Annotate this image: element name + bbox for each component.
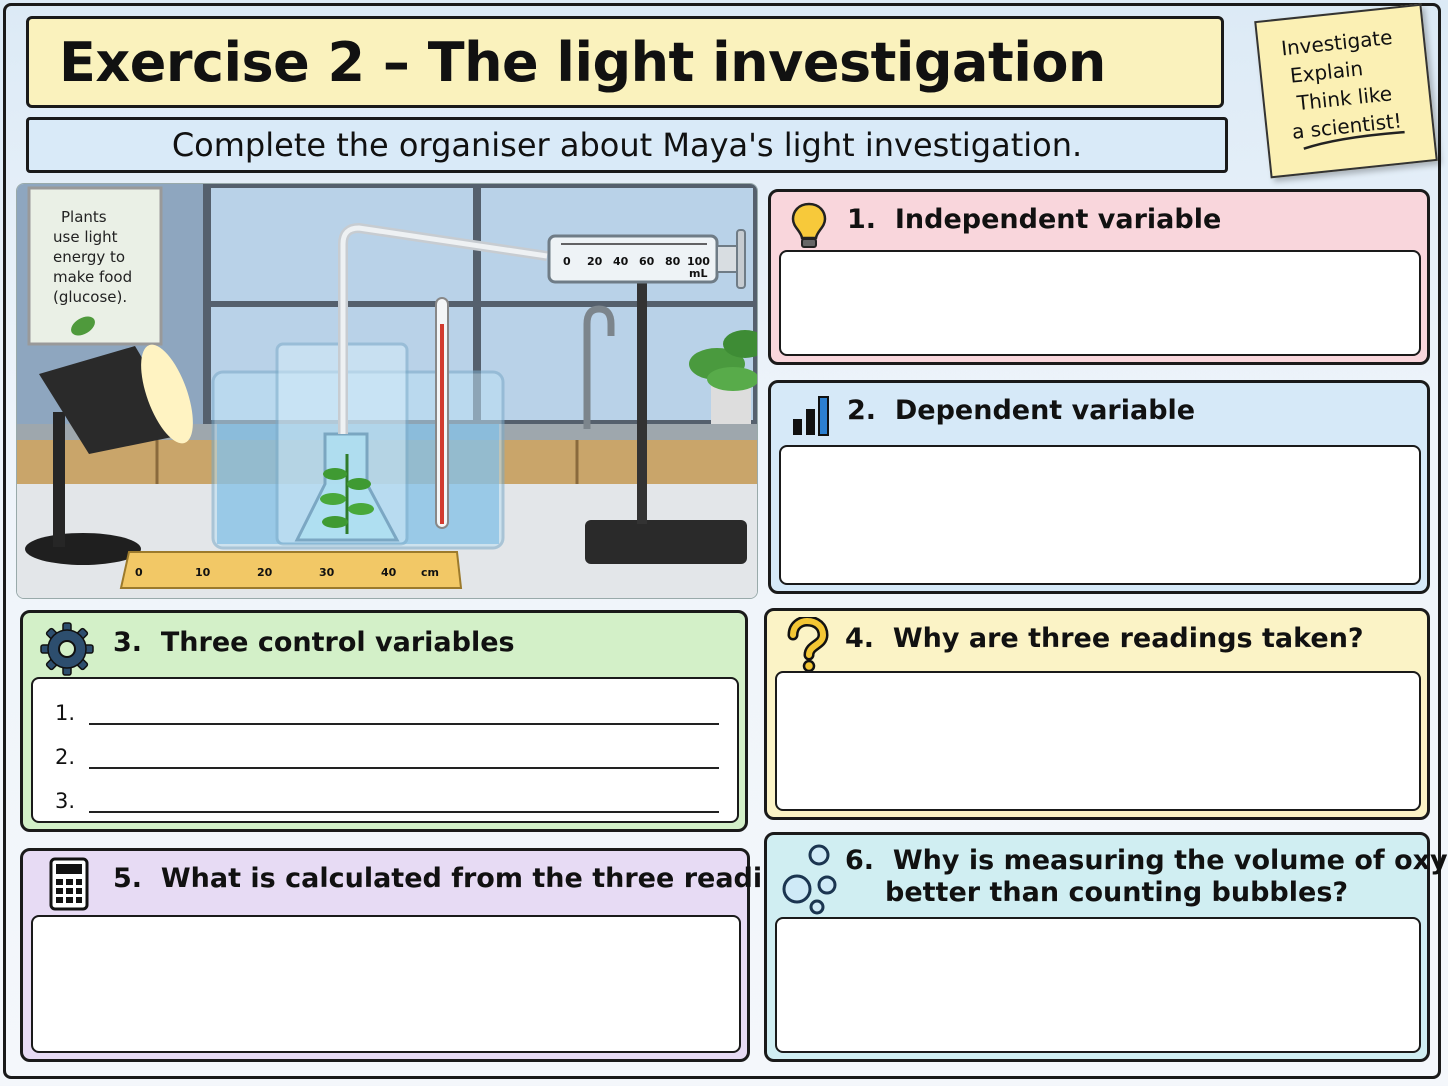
experiment-illustration: Plants use light energy to make food (gl… [16,183,758,599]
page-title: Exercise 2 – The light investigation [59,30,1106,94]
title-banner: Exercise 2 – The light investigation [26,16,1224,108]
syringe-tick: 20 [587,255,603,268]
card-title: Three control variables [160,627,515,658]
card-number: 6. [845,845,875,876]
leaf-icon [71,316,95,336]
card-title: Independent variable [894,204,1222,235]
control-line-1[interactable] [89,705,720,725]
syringe-tick: 100 [687,255,710,268]
pondweed [320,454,374,534]
control-line-label: 1. [55,701,76,725]
control-line-3[interactable] [89,793,720,813]
card-dependent-variable: 2. Dependent variable [768,380,1430,594]
card-number: 3. [113,627,143,658]
syringe-tick: 40 [613,255,629,268]
poster-line: (glucose). [53,288,127,306]
sticky-note: Investigate Explain Think like a scienti… [1254,3,1438,179]
syringe-tick: 0 [563,255,571,268]
poster-line: Plants [61,208,107,226]
bubbles-icon [782,844,837,915]
card-title: Dependent variable [894,395,1196,426]
control-line-2[interactable] [89,749,720,769]
page-frame [3,3,1441,1079]
card-number: 1. [847,204,877,235]
answer-box-independent[interactable] [779,250,1421,356]
ruler-tick: 20 [257,566,273,579]
card-control-variables: 3. Three control variables 1. 2. 3. [20,610,748,832]
ruler-tick: 30 [319,566,335,579]
answer-box-dependent[interactable] [779,445,1421,585]
answer-box-calculated[interactable] [31,915,741,1053]
bar-chart-icon [793,396,829,436]
poster-line: use light [53,228,118,246]
answer-box-oxygen[interactable] [775,917,1421,1053]
card-title: Why are three readings taken? [892,623,1364,654]
answer-box-readings[interactable] [775,671,1421,811]
card-title-line-2: better than counting bubbles? [885,877,1349,908]
card-calculated: 5. What is calculated from the three rea… [20,848,832,1062]
ruler-tick: 0 [135,566,143,579]
ruler-tick: 10 [195,566,211,579]
lamp-icon [25,344,193,565]
answer-box-controls: 1. 2. 3. [31,677,739,823]
card-independent-variable: 1. Independent variable [768,189,1430,365]
ruler: 0 10 20 30 40 cm [119,551,463,589]
gear-icon [40,622,94,676]
poster-line: energy to [53,248,125,266]
calculator-icon [49,857,89,911]
question-mark-icon [787,617,829,673]
lightbulb-icon [791,202,827,248]
underline-squiggle [1303,130,1405,150]
ruler-tick: 40 [381,566,397,579]
syringe: 0 20 40 60 80 100 mL [547,229,746,289]
syringe-unit: mL [689,267,707,280]
card-three-readings: 4. Why are three readings taken? [764,608,1430,820]
instruction-text: Complete the organiser about Maya's ligh… [171,126,1083,164]
ruler-unit: cm [421,566,439,579]
poster-line: make food [53,268,132,286]
card-number: 4. [845,623,875,654]
card-oxygen-volume: 6. Why is measuring the volume of oxygen… [764,832,1448,1062]
instruction-banner: Complete the organiser about Maya's ligh… [26,117,1228,173]
card-number: 5. [113,863,143,894]
control-line-label: 2. [55,745,76,769]
card-number: 2. [847,395,877,426]
control-line-label: 3. [55,789,76,813]
card-title-line-1: Why is measuring the volume of oxygen [892,845,1448,876]
syringe-tick: 60 [639,255,655,268]
syringe-tick: 80 [665,255,681,268]
card-title: What is calculated from the three readin… [160,863,833,894]
